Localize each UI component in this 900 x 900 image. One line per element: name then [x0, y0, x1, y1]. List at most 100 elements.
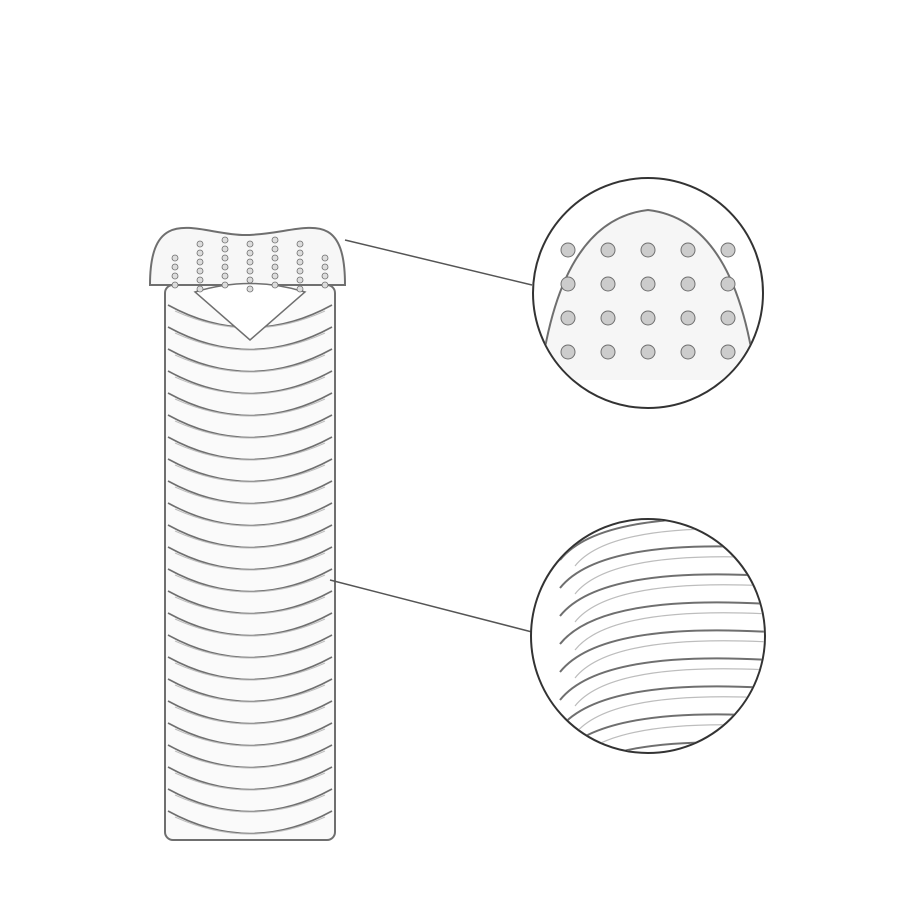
- rib-highlight: [174, 420, 326, 439]
- sleeve-ribs: [167, 282, 333, 835]
- closeup-rib: [559, 685, 764, 729]
- rib-highlight: [174, 728, 326, 747]
- closeup-nub: [680, 276, 696, 292]
- sleeve-tip: [148, 226, 347, 286]
- closeup-nub: [720, 276, 736, 292]
- rib-highlight: [174, 464, 326, 483]
- tip-nubs: [171, 236, 329, 293]
- rib-highlight: [174, 442, 326, 461]
- nub: [246, 240, 254, 248]
- closeup-rib: [559, 573, 764, 617]
- callout-line-shaft: [329, 579, 533, 633]
- closeup-nub: [720, 344, 736, 360]
- nub: [221, 281, 229, 289]
- closeup-rib-highlight: [574, 612, 764, 651]
- nub: [171, 281, 179, 289]
- closeup-nub: [640, 276, 656, 292]
- nub: [171, 254, 179, 262]
- closeup-rib-highlight: [574, 584, 764, 623]
- closeup-nub: [640, 242, 656, 258]
- rib-highlight: [174, 662, 326, 681]
- closeup-nub: [560, 276, 576, 292]
- rib-highlight: [174, 486, 326, 505]
- nub: [246, 258, 254, 266]
- callout-shaft-closeup: [530, 518, 770, 790]
- nub: [271, 263, 279, 271]
- closeup-nub: [640, 344, 656, 360]
- closeup-rib: [559, 657, 764, 701]
- closeup-nub: [600, 276, 616, 292]
- closeup-rib-highlight: [575, 753, 770, 790]
- sleeve-shaft: [164, 284, 336, 841]
- closeup-nub: [600, 344, 616, 360]
- nub: [221, 263, 229, 271]
- rib-highlight: [174, 574, 326, 593]
- rib-highlight: [174, 398, 326, 417]
- nub: [221, 254, 229, 262]
- rib-highlight: [174, 750, 326, 769]
- closeup-nub: [600, 310, 616, 326]
- callout-tip-closeup: [532, 177, 764, 409]
- closeup-rib-highlight: [574, 640, 764, 679]
- nub: [271, 281, 279, 289]
- rib-highlight: [174, 640, 326, 659]
- rib-highlight: [174, 508, 326, 527]
- closeup-nub: [720, 310, 736, 326]
- nub: [171, 263, 179, 271]
- tip-closeup-dome: [539, 208, 757, 381]
- closeup-nub: [680, 344, 696, 360]
- nub: [196, 240, 204, 248]
- nub: [221, 236, 229, 244]
- rib-highlight: [174, 354, 326, 373]
- rib-highlight: [174, 794, 326, 813]
- nub: [196, 276, 204, 284]
- closeup-nub: [680, 310, 696, 326]
- nub: [321, 281, 329, 289]
- closeup-nub: [560, 310, 576, 326]
- nub: [296, 276, 304, 284]
- closeup-nub: [560, 242, 576, 258]
- rib-highlight: [174, 684, 326, 703]
- closeup-nub: [680, 242, 696, 258]
- nub: [271, 254, 279, 262]
- rib-highlight: [174, 530, 326, 549]
- nub: [196, 258, 204, 266]
- nub: [246, 276, 254, 284]
- closeup-nub: [640, 310, 656, 326]
- closeup-rib-highlight: [574, 668, 764, 707]
- rib-highlight: [174, 332, 326, 351]
- tip-opening: [193, 282, 307, 341]
- closeup-rib: [559, 629, 764, 673]
- nub: [271, 272, 279, 280]
- nub: [321, 272, 329, 280]
- nub: [171, 272, 179, 280]
- closeup-rib-highlight: [574, 696, 764, 735]
- rib-highlight: [174, 618, 326, 637]
- nub: [221, 245, 229, 253]
- nub: [196, 249, 204, 257]
- callout-line-tip: [344, 239, 533, 286]
- nub: [246, 267, 254, 275]
- nub: [296, 249, 304, 257]
- sleeve-body: [148, 226, 347, 841]
- nub: [196, 285, 204, 293]
- closeup-nub: [560, 344, 576, 360]
- closeup-nub: [600, 242, 616, 258]
- rib-highlight: [174, 706, 326, 725]
- nub: [271, 236, 279, 244]
- nub: [296, 267, 304, 275]
- closeup-rib: [559, 601, 764, 645]
- nub: [321, 254, 329, 262]
- rib-highlight: [174, 816, 326, 835]
- nub: [296, 240, 304, 248]
- nub: [221, 272, 229, 280]
- closeup-nub: [720, 242, 736, 258]
- nub: [296, 285, 304, 293]
- rib-highlight: [174, 376, 326, 395]
- nub: [321, 263, 329, 271]
- nub: [246, 249, 254, 257]
- nub: [196, 267, 204, 275]
- nub: [296, 258, 304, 266]
- rib-highlight: [174, 772, 326, 791]
